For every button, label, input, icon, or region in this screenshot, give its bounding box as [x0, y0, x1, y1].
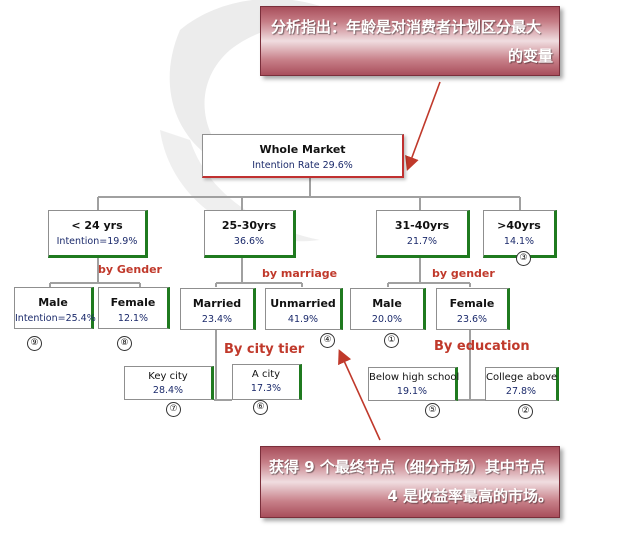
node-unmarried: Unmarried 41.9% — [265, 288, 343, 330]
node-value: 19.1% — [396, 386, 428, 397]
node-title: Whole Market — [259, 143, 346, 156]
node-value: 28.4% — [152, 385, 184, 396]
node-key-city: Key city 28.4% — [124, 366, 214, 400]
node-marker-9: ⑨ — [27, 336, 42, 351]
node-title: Unmarried — [270, 297, 336, 310]
node-value: Intention=19.9% — [56, 236, 138, 247]
node-age31-female: Female 23.6% — [436, 288, 510, 330]
node-title: 31-40yrs — [394, 219, 450, 232]
callout-top-line2: 的变量 — [507, 47, 553, 65]
node-title: Male — [372, 297, 402, 310]
node-value: 27.8% — [505, 386, 537, 397]
node-marker-4: ④ — [320, 333, 335, 348]
split-label-by-education: By education — [434, 339, 530, 354]
node-age-25-30: 25-30yrs 36.6% — [204, 210, 296, 258]
node-title: < 24 yrs — [71, 219, 123, 232]
split-label-by-marriage: by marriage — [262, 267, 338, 280]
node-value: Intention Rate 29.6% — [252, 160, 353, 171]
node-value: 20.0% — [371, 314, 403, 325]
node-age-under-24: < 24 yrs Intention=19.9% — [48, 210, 148, 258]
node-title: Below high school — [369, 372, 460, 383]
node-married: Married 23.4% — [180, 288, 256, 330]
node-value: 21.7% — [406, 236, 438, 247]
node-title: Female — [449, 297, 495, 310]
node-title: >40yrs — [497, 219, 541, 232]
node-gender-male: Male Intention=25.4% — [14, 287, 96, 329]
node-title: 25-30yrs — [221, 219, 277, 232]
node-marker-3: ③ — [516, 251, 531, 266]
callout-bottom: 获得 9 个最终节点（细分市场）其中节点 4 是收益率最高的市场。 — [260, 446, 560, 518]
callout-top: 分析指出：年龄是对消费者计划区分最大 的变量 — [260, 6, 560, 76]
node-marker-6: ⑥ — [253, 400, 268, 415]
node-value: 12.1% — [117, 313, 149, 324]
node-title: Male — [38, 296, 68, 309]
node-age-31-40: 31-40yrs 21.7% — [376, 210, 470, 258]
node-title: Female — [110, 296, 156, 309]
callout-bottom-line2: 4 是收益率最高的市场。 — [387, 487, 553, 505]
node-marker-8: ⑧ — [117, 336, 132, 351]
split-label-by-gender-2: by gender — [432, 267, 495, 280]
node-value: 36.6% — [233, 236, 265, 247]
node-age31-male: Male 20.0% — [350, 288, 426, 330]
node-value: 23.6% — [456, 314, 488, 325]
node-title: A city — [251, 369, 281, 380]
node-marker-5: ⑤ — [425, 403, 440, 418]
node-title: Key city — [148, 371, 188, 382]
callout-top-line1: 分析指出：年龄是对消费者计划区分最大 — [271, 18, 542, 36]
node-college-above: College above 27.8% — [485, 367, 559, 401]
node-marker-7: ⑦ — [166, 402, 181, 417]
node-value: 17.3% — [250, 383, 282, 394]
node-marker-1: ① — [384, 333, 399, 348]
node-value: 23.4% — [201, 314, 233, 325]
split-label-by-city-tier: By city tier — [224, 342, 305, 357]
node-title: Married — [192, 297, 242, 310]
node-marker-2: ② — [518, 404, 533, 419]
node-a-city: A city 17.3% — [232, 364, 302, 400]
node-value: 14.1% — [503, 236, 535, 247]
node-age-over-40: >40yrs 14.1% — [483, 210, 557, 258]
node-value: 41.9% — [287, 314, 319, 325]
split-label-by-gender: by Gender — [98, 263, 162, 276]
callout-bottom-line1: 获得 9 个最终节点（细分市场）其中节点 — [269, 458, 545, 476]
node-title: College above — [486, 372, 558, 383]
node-value: Intention=25.4% — [15, 313, 96, 324]
node-whole-market: Whole Market Intention Rate 29.6% — [202, 134, 404, 178]
node-gender-female: Female 12.1% — [98, 287, 170, 329]
node-below-high-school: Below high school 19.1% — [368, 367, 460, 401]
